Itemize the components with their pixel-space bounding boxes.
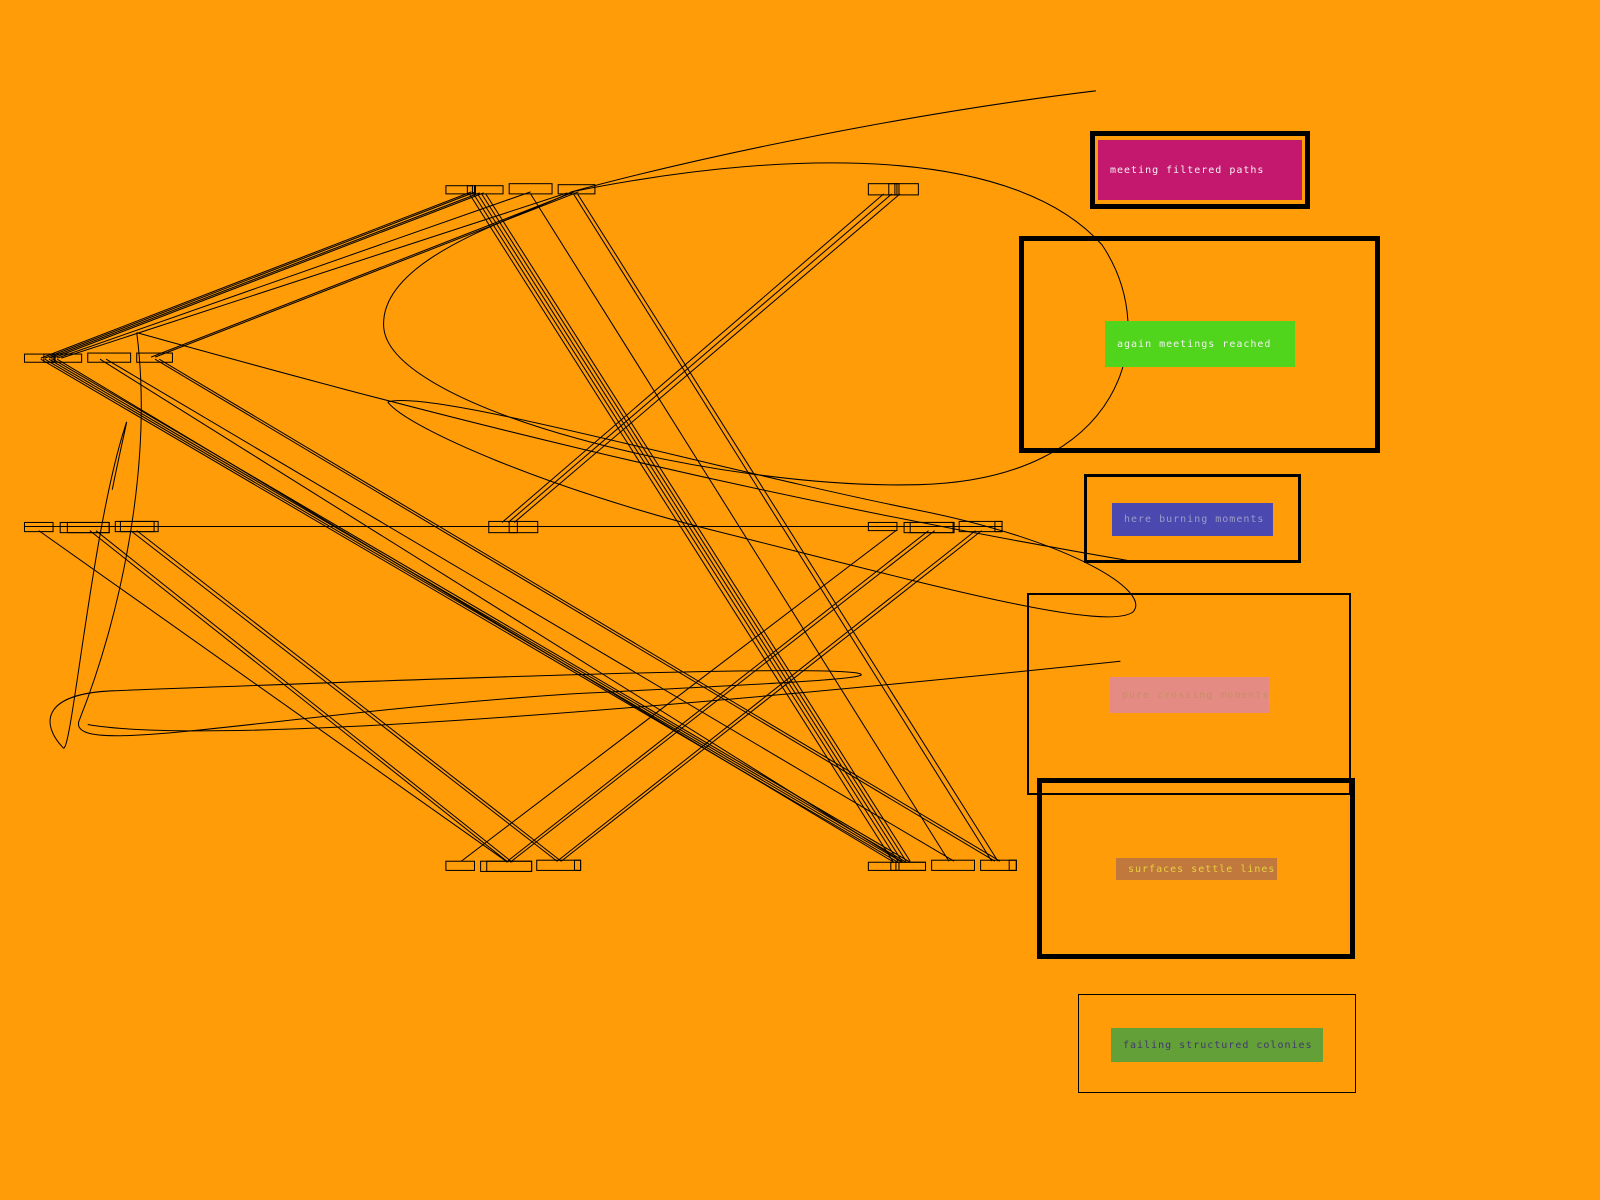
connector-line [136,530,562,862]
node-port [980,859,1017,871]
panel-label-again-meetings-reached[interactable]: again meetings reached [1105,321,1295,367]
connector-line [38,530,507,862]
connector-line [154,358,996,862]
connector-curve [136,332,1138,563]
connector-line [40,358,899,863]
panel-frame-here-burning-moments [1084,474,1301,563]
panel-frame-pure-crossing-moments [1027,593,1351,795]
panel-label-pure-crossing-moments[interactable]: pure crossing moments [1110,677,1269,713]
node-port [51,353,83,363]
connector-curve [87,660,1121,732]
connector-line [44,191,476,359]
panel-frame-failing-structured-colonies [1078,994,1356,1093]
connector-line [473,193,899,862]
node-port [66,521,110,534]
connector-line [573,193,993,862]
node-port [894,183,919,196]
connector-line [56,191,531,359]
connector-line [44,358,903,863]
connector-line [468,193,894,862]
connector-curve [49,332,862,749]
node-port [486,860,533,872]
connector-line [89,530,509,863]
node-port [895,861,927,871]
connector-curve [571,90,1096,193]
node-port [23,353,56,363]
connector-line [130,530,558,862]
connector-line [530,193,950,862]
connector-line [485,193,911,862]
node-port [473,185,504,195]
panel-label-failing-structured-colonies[interactable]: failing structured colonies [1111,1028,1323,1062]
connector-line [52,192,484,359]
connector-line [40,191,472,359]
panel-label-here-burning-moments[interactable]: here burning moments [1112,503,1273,536]
node-port [931,859,975,871]
connector-line [52,358,911,863]
panel-frame-again-meetings-reached [1019,236,1380,453]
connector-line [99,358,904,863]
wire-group [23,90,1138,872]
connector-line [61,192,568,359]
connector-line [56,358,895,863]
node-port [445,860,475,871]
connector-line [577,193,999,862]
connector-line [507,193,893,523]
connector-line [95,530,513,863]
connector-line [481,193,907,862]
node-port [445,185,473,195]
node-port [888,183,898,196]
node-port [136,352,173,363]
node-port [557,184,596,195]
connector-line [501,193,885,523]
connector-line [477,193,903,862]
node-port [87,352,132,363]
connector-line [105,358,955,862]
panel-label-surfaces-settle-lines[interactable]: surfaces settle lines [1116,858,1277,880]
connector-curve [383,162,1129,486]
node-port [1008,859,1017,871]
connector-curve [387,399,1137,618]
connector-line [505,530,929,863]
node-port [480,860,533,872]
connector-line [513,193,901,523]
node-port [867,861,900,871]
connector-line [460,530,897,862]
connector-line [150,191,575,358]
connector-line [158,358,1001,862]
connector-line [48,358,907,863]
connector-line [48,192,480,359]
panel-label-meeting-filtered-paths[interactable]: meeting filtered paths [1098,140,1302,200]
connector-line [509,530,936,863]
panel-frame-meeting-filtered-paths [1090,131,1310,209]
node-port [573,859,582,871]
panel-frame-surfaces-settle-lines [1037,778,1355,959]
node-port [867,183,900,196]
